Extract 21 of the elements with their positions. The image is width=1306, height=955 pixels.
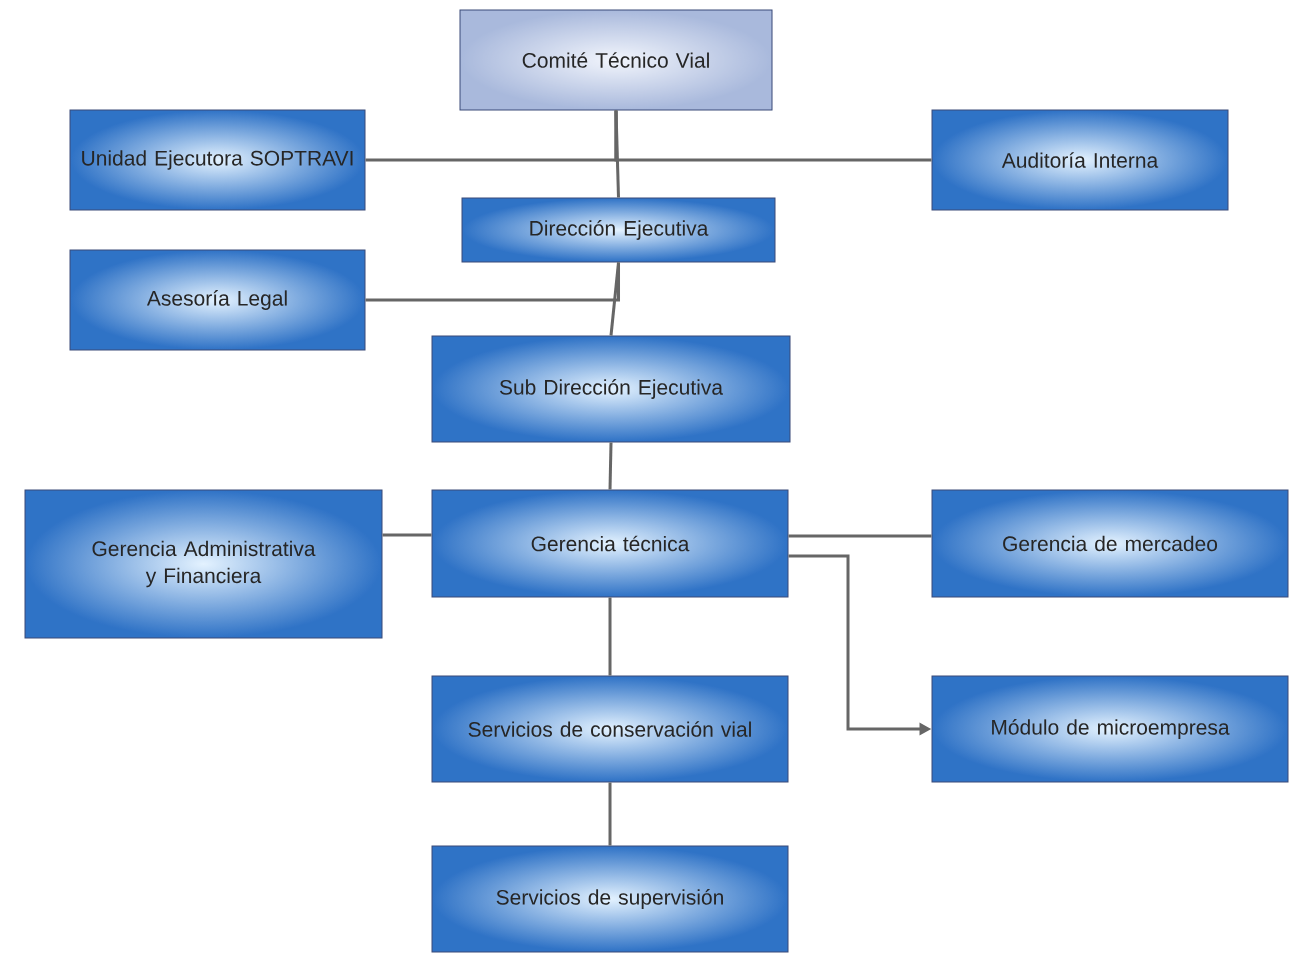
org-box: Gerencia técnica	[431, 489, 789, 598]
org-box: Gerencia de mercadeo	[931, 489, 1289, 598]
connector-line	[382, 533, 432, 537]
connector-line	[608, 782, 612, 846]
org-box: Dirección Ejecutiva	[461, 197, 776, 263]
org-box: Gerencia Administrativa y Financiera	[24, 489, 383, 639]
org-box: Servicios de conservación vial	[431, 675, 789, 783]
connector-line	[614, 110, 620, 198]
connector-line	[365, 262, 620, 302]
connector-line	[788, 534, 932, 538]
org-box: Auditoría Interna	[931, 109, 1229, 211]
org-box: Unidad Ejecutora SOPTRAVI	[69, 109, 366, 211]
org-box: Comité Técnico Vial	[459, 9, 773, 111]
connector-line	[609, 262, 620, 336]
connector-line	[614, 110, 932, 162]
connector-line	[608, 597, 612, 676]
org-box: Módulo de microempresa	[931, 675, 1289, 783]
org-box: Asesoría Legal	[69, 249, 366, 351]
org-box: Servicios de supervisión	[431, 845, 789, 953]
connector-line	[608, 442, 613, 490]
org-box: Sub Dirección Ejecutiva	[431, 335, 791, 443]
